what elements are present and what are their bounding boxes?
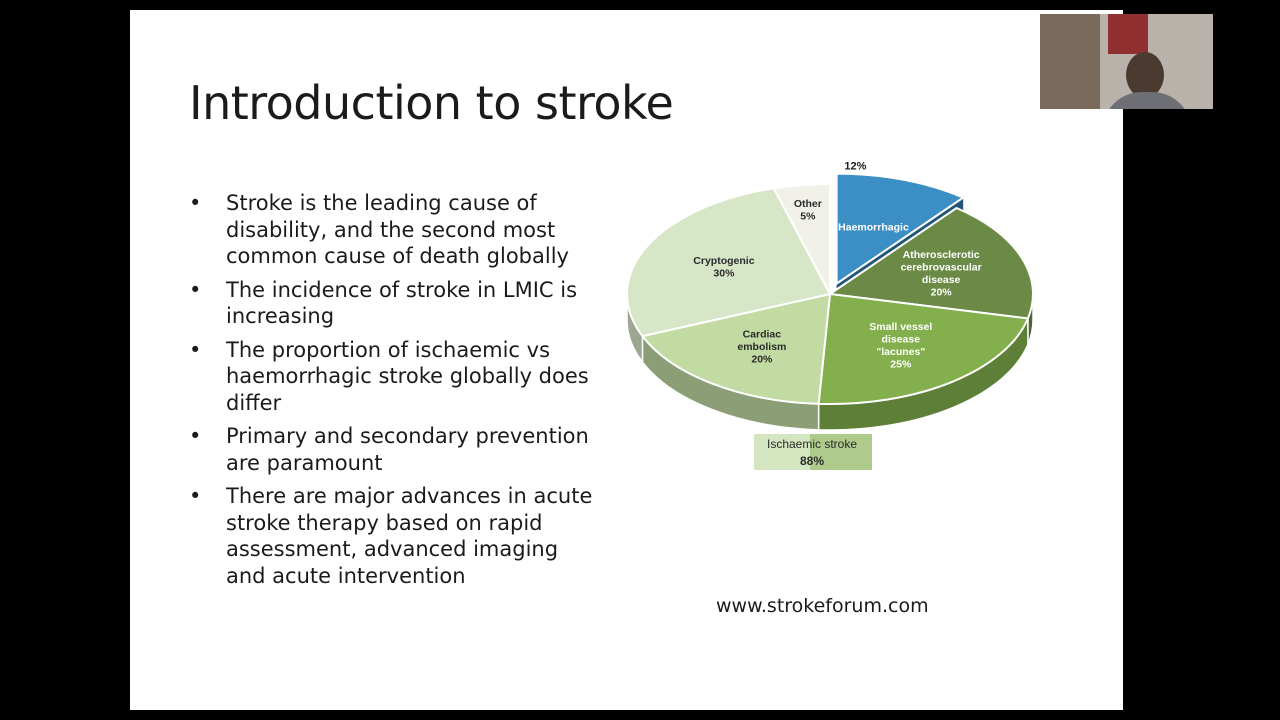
- slice-label: disease: [882, 334, 921, 346]
- slice-label: Other: [794, 198, 822, 210]
- pie-slice: [829, 206, 1034, 320]
- bullet-item: Stroke is the leading cause of disabilit…: [186, 190, 596, 270]
- slice-label: 20%: [931, 287, 953, 299]
- ischaemic-group-percent: 88%: [800, 454, 824, 468]
- webcam-background: [1108, 14, 1148, 54]
- slice-label: Small vessel: [869, 321, 932, 333]
- slice-label: 30%: [713, 268, 735, 280]
- presenter-avatar: [1102, 92, 1192, 109]
- source-url: www.strokeforum.com: [716, 595, 929, 617]
- bullet-item: The proportion of ischaemic vs haemorrha…: [186, 337, 596, 417]
- pie-slice: [772, 183, 831, 295]
- slice-label: cerebrovascular: [901, 262, 982, 274]
- slice-percent-label: 12%: [844, 161, 866, 173]
- pie-slice: [817, 293, 1029, 405]
- slice-label: Cryptogenic: [693, 255, 754, 267]
- slice-label: 25%: [890, 359, 912, 371]
- slice-label: Atherosclerotic: [903, 249, 980, 261]
- webcam-background: [1040, 14, 1100, 109]
- slice-label: Cardiac: [743, 329, 782, 341]
- presenter-avatar: [1126, 52, 1164, 98]
- presentation-slide: Introduction to stroke Stroke is the lea…: [130, 10, 1123, 710]
- slice-label: embolism: [737, 341, 786, 353]
- slice-label: Haemorrhagic: [838, 222, 909, 234]
- slice-label: 20%: [751, 354, 773, 366]
- slide-title: Introduction to stroke: [189, 76, 674, 130]
- pie-slice: [641, 293, 831, 405]
- bullet-item: Primary and secondary prevention are par…: [186, 423, 596, 476]
- slice-label: "lacunes": [876, 346, 925, 358]
- stroke-types-pie-chart: Haemorrhagic 12% Atheroscleroticcerebrovas…: [626, 161, 1034, 470]
- bullet-list: Stroke is the leading cause of disabilit…: [186, 190, 596, 596]
- slice-label: disease: [922, 274, 961, 286]
- slice-label: 5%: [800, 210, 816, 222]
- ischaemic-group-box: [810, 434, 872, 470]
- presenter-video-thumbnail[interactable]: [1040, 14, 1213, 109]
- ischaemic-group-label: Ischaemic stroke: [767, 437, 857, 451]
- bullet-item: The incidence of stroke in LMIC is incre…: [186, 277, 596, 330]
- bullet-item: There are major advances in acute stroke…: [186, 483, 596, 589]
- pie-slice: [835, 172, 965, 285]
- pie-slice: [626, 187, 831, 338]
